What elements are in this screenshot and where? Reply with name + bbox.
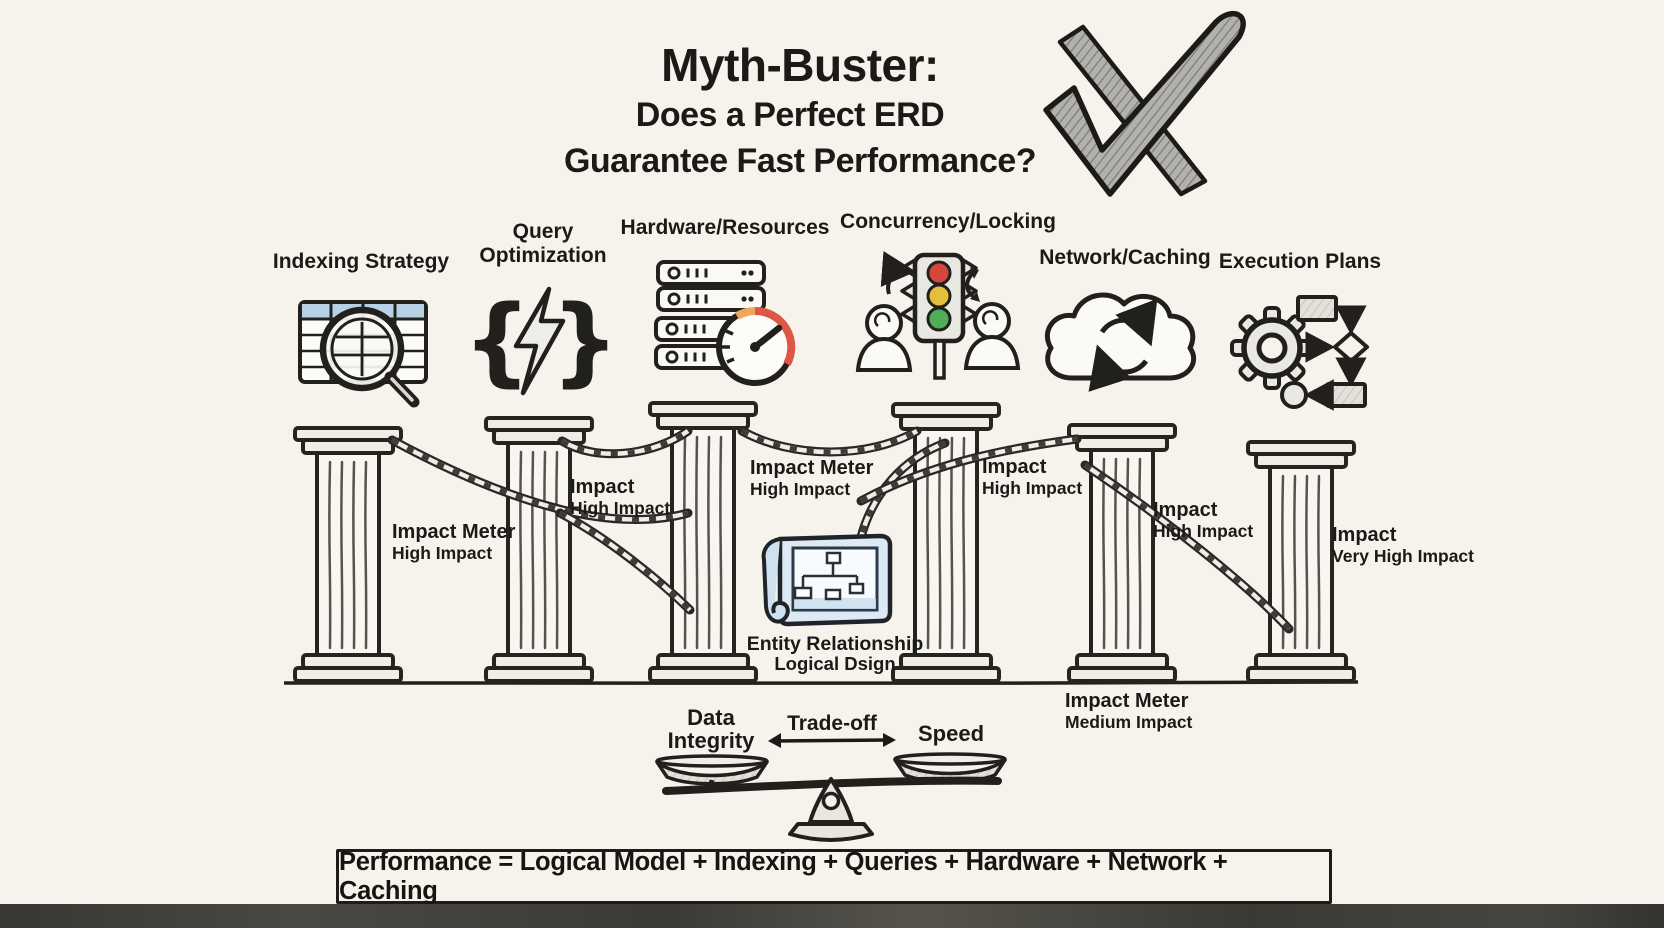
pillar-label-indexing-strategy: Indexing Strategy — [272, 250, 450, 273]
code-braces-lightning-icon: { } — [463, 285, 619, 397]
tradeoff-center-label: Trade-off — [787, 712, 877, 735]
blueprint-scroll-icon — [761, 533, 893, 627]
title-line2: Does a Perfect ERD — [635, 96, 945, 134]
impact-label-query: Impact High Impact — [570, 476, 671, 519]
title-line3: Guarantee Fast Performance? — [563, 142, 1037, 180]
pillar-label-network-caching: Network/Caching — [1039, 246, 1211, 269]
tradeoff-right-label: Speed — [917, 721, 985, 746]
pillar-label-query-optimization: Query Optimization — [479, 220, 607, 267]
impact-label-medium: Impact Meter Medium Impact — [1065, 690, 1193, 733]
cloud-sync-icon — [1044, 292, 1197, 392]
performance-formula-text: Performance = Logical Model + Indexing +… — [339, 847, 1228, 905]
pillar-label-concurrency-locking: Concurrency/Locking — [840, 210, 1056, 233]
title-line1: Myth-Buster: — [661, 39, 939, 91]
table-magnifier-icon — [298, 300, 428, 408]
ground-line — [283, 680, 1359, 685]
traffic-light-users-icon — [855, 251, 1021, 380]
connecting-ropes — [387, 426, 1294, 634]
erd-caption-line2: Logical Dsign — [774, 653, 896, 674]
erd-caption-line1: Entity Relationship — [746, 633, 924, 655]
pillar-columns — [293, 401, 1356, 683]
impact-label-network: Impact High Impact — [1153, 499, 1254, 542]
server-stack-gauge-icon — [654, 260, 796, 386]
crossed-checkmark-icon — [1043, 10, 1246, 197]
balance-scale-icon — [655, 733, 1007, 842]
impact-label-concurrency: Impact High Impact — [982, 456, 1083, 499]
gear-flowchart-icon — [1230, 295, 1369, 411]
bottom-edge-band — [0, 904, 1664, 928]
impact-label-execution: Impact Very High Impact — [1332, 524, 1474, 567]
pillar-label-hardware-resources: Hardware/Resources — [620, 216, 830, 239]
performance-formula-box: Performance = Logical Model + Indexing +… — [336, 847, 1332, 905]
pillar-label-execution-plans: Execution Plans — [1218, 250, 1382, 273]
impact-label-indexing: Impact Meter High Impact — [392, 521, 516, 564]
impact-label-hardware: Impact Meter High Impact — [750, 457, 874, 500]
brace-right-glyph: } — [551, 285, 619, 397]
tradeoff-left-label: Data Integrity — [667, 705, 755, 753]
